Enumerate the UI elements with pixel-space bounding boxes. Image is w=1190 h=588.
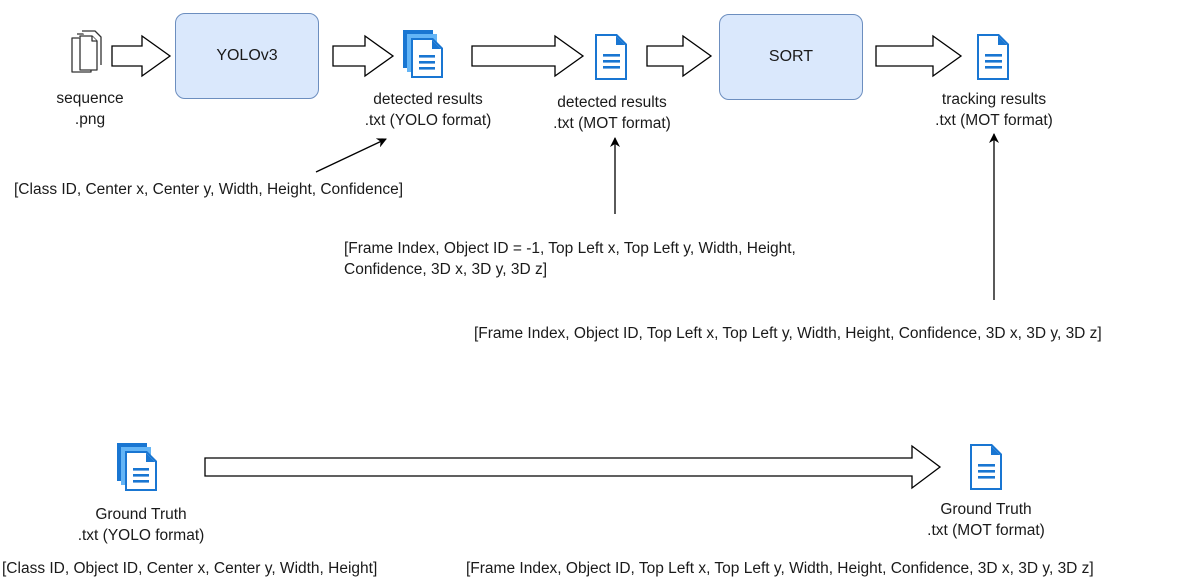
gt-yolo-label: Ground Truth .txt (YOLO format) — [77, 506, 205, 544]
block-arrow-detect-to-mot — [471, 34, 585, 78]
detected-mot-label: detected results .txt (MOT format) — [553, 94, 671, 132]
block-arrow-gt-conversion — [204, 444, 942, 490]
document-icon-detected-mot — [595, 34, 627, 80]
sort-label: SORT — [768, 48, 814, 65]
mot-detect-format-annotation: [Frame Index, Object ID = -1, Top Left x… — [344, 240, 796, 278]
block-arrow-mot-to-sort — [646, 34, 713, 78]
sequence-label: sequence .png — [56, 90, 124, 128]
multi-document-icon-gt-yolo — [117, 443, 157, 491]
mot-track-format-annotation: [Frame Index, Object ID, Top Left x, Top… — [474, 325, 1102, 342]
block-arrow-seq-to-yolo — [111, 34, 172, 78]
image-sequence-icon — [71, 30, 102, 73]
sort-process-box: SORT — [719, 14, 863, 100]
block-arrow-yolo-to-detect — [332, 34, 395, 78]
gt-yolo-format-annotation: [Class ID, Object ID, Center x, Center y… — [2, 560, 378, 577]
yolov3-process-box: YOLOv3 — [175, 13, 319, 99]
gt-mot-format-annotation: [Frame Index, Object ID, Top Left x, Top… — [466, 560, 1094, 577]
yolo-format-annotation: [Class ID, Center x, Center y, Width, He… — [14, 181, 404, 198]
document-icon-gt-mot — [970, 444, 1002, 490]
detected-yolo-label: detected results .txt (YOLO format) — [364, 91, 492, 129]
block-arrow-sort-to-track — [875, 34, 963, 78]
gt-mot-label: Ground Truth .txt (MOT format) — [927, 501, 1045, 539]
pointer-arrow-yolo-format — [315, 138, 387, 173]
multi-document-icon-detected-yolo — [403, 30, 443, 78]
document-icon-tracking — [977, 34, 1009, 80]
yolov3-label: YOLOv3 — [216, 47, 278, 64]
tracking-label: tracking results .txt (MOT format) — [935, 91, 1053, 129]
